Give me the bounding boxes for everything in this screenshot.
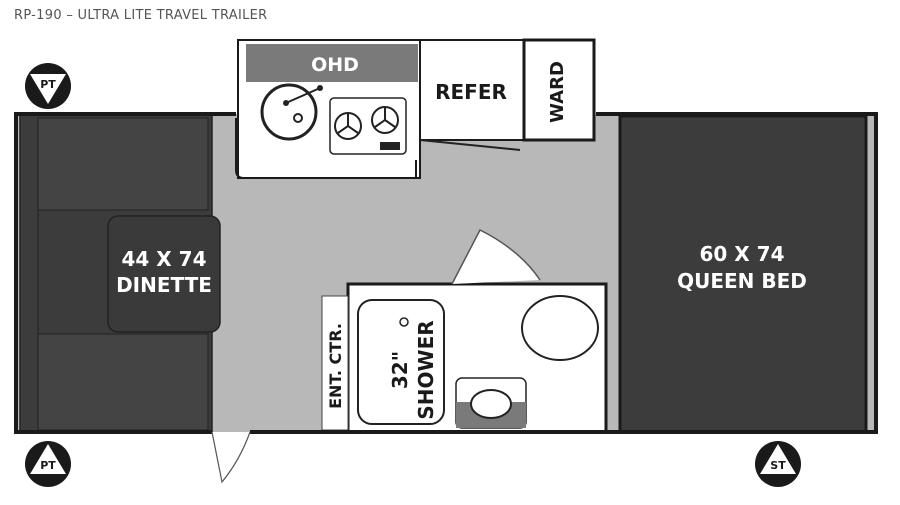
exterior-walls	[14, 112, 878, 434]
shower-name-label: SHOWER	[414, 320, 438, 419]
bed-size-label: 60 X 74	[699, 242, 784, 266]
entry-door-swing	[211, 431, 251, 484]
pt-jack-top-left-icon	[25, 63, 71, 109]
queen-bed	[618, 114, 868, 434]
refrigerator	[419, 39, 525, 151]
dinette-name-label: DINETTE	[116, 273, 212, 297]
pt-jack-bottom-left-icon	[25, 441, 71, 487]
refer-label: REFER	[435, 80, 507, 104]
wardrobe	[522, 38, 596, 142]
model-title: RP-190 – ULTRA LITE TRAVEL TRAILER	[14, 8, 268, 23]
bathroom-door-swing	[451, 228, 541, 285]
entertainment-center	[321, 295, 349, 431]
pt-top-left-label: PT	[40, 78, 56, 91]
st-bottom-right-label: ST	[770, 459, 786, 472]
stove-icon	[329, 97, 407, 155]
shower-size-label: 32"	[388, 351, 412, 389]
ohd-label: OHD	[311, 54, 359, 76]
bathroom	[346, 282, 608, 434]
pt-bottom-left-label: PT	[40, 459, 56, 472]
ent-ctr-label: ENT. CTR.	[326, 323, 345, 409]
ward-label: WARD	[547, 61, 568, 123]
bed-name-label: QUEEN BED	[677, 269, 807, 293]
st-jack-bottom-right-icon	[755, 441, 801, 487]
dinette-size-label: 44 X 74	[121, 247, 206, 271]
sink-icon	[260, 83, 323, 141]
dinette	[19, 113, 221, 433]
